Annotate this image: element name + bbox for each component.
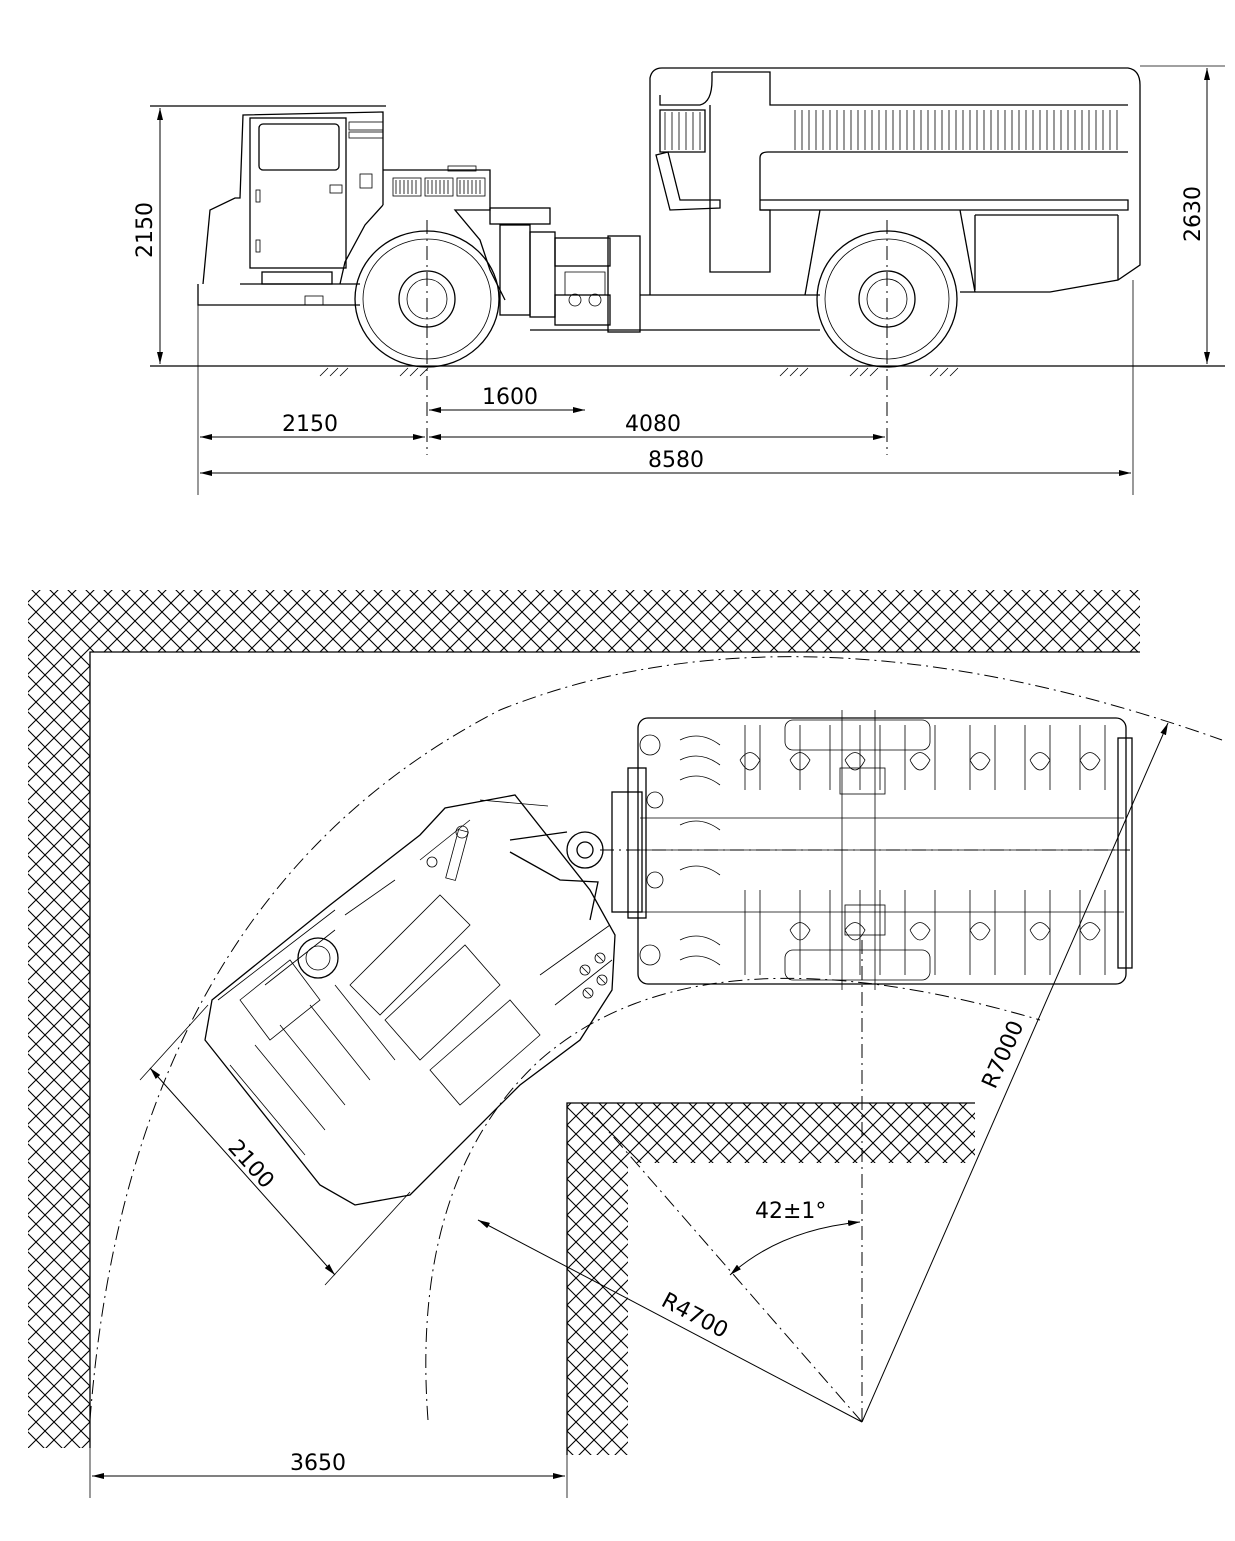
ground-hatch <box>319 367 959 377</box>
dim-overall-length: 8580 <box>200 448 1131 476</box>
rear-unit-plan <box>600 710 1133 990</box>
dim-front-overhang: 2150 <box>200 412 425 440</box>
width-dim: 2100 <box>139 1004 411 1286</box>
rear-body <box>649 67 1141 296</box>
angle-dim: 42±1° <box>729 1199 861 1276</box>
articulation-pivot <box>509 831 604 921</box>
outer-radius-label: R7000 <box>978 1017 1030 1092</box>
articulation-joint <box>489 207 820 333</box>
plan-view: 2100 42±1° R7000 R4700 3650 <box>28 590 1223 1498</box>
cab <box>150 105 386 306</box>
inner-turning-arc <box>425 977 1041 1421</box>
inner-radius-dim: R4700 <box>477 1219 863 1423</box>
inner-wall-edge <box>566 1102 975 1455</box>
inner-radius-label: R4700 <box>657 1288 732 1344</box>
dim-1600-label: 1600 <box>482 385 538 410</box>
front-unit-plan <box>204 794 616 1206</box>
dim-wheelbase-label: 4080 <box>625 412 681 437</box>
dim-length-label: 8580 <box>648 448 704 473</box>
angle-label: 42±1° <box>755 1199 826 1224</box>
side-view: 2150 2630 1600 2150 4080 8580 <box>133 65 1225 495</box>
height-left-label: 2150 <box>133 202 158 258</box>
height-dim-left: 2150 <box>133 108 163 364</box>
width-label: 2100 <box>223 1135 279 1193</box>
front-wheel <box>354 220 500 455</box>
inner-wall-hatch <box>567 1103 975 1455</box>
rear-wheel <box>816 220 958 455</box>
aisle-dim: 3650 <box>89 1448 568 1498</box>
dim-wheelbase: 4080 <box>429 412 885 440</box>
dim-front-label: 2150 <box>282 412 338 437</box>
outer-wall-edge <box>89 651 1140 1448</box>
height-dim-right: 2630 <box>1140 65 1225 364</box>
outer-radius-dim: R7000 <box>861 722 1169 1423</box>
aisle-label: 3650 <box>290 1451 346 1476</box>
engine-hood <box>339 165 506 301</box>
dim-1600: 1600 <box>429 385 585 413</box>
center-line-diagonal <box>589 1109 863 1423</box>
height-right-label: 2630 <box>1181 186 1206 242</box>
outer-turning-arc <box>89 656 1223 1421</box>
